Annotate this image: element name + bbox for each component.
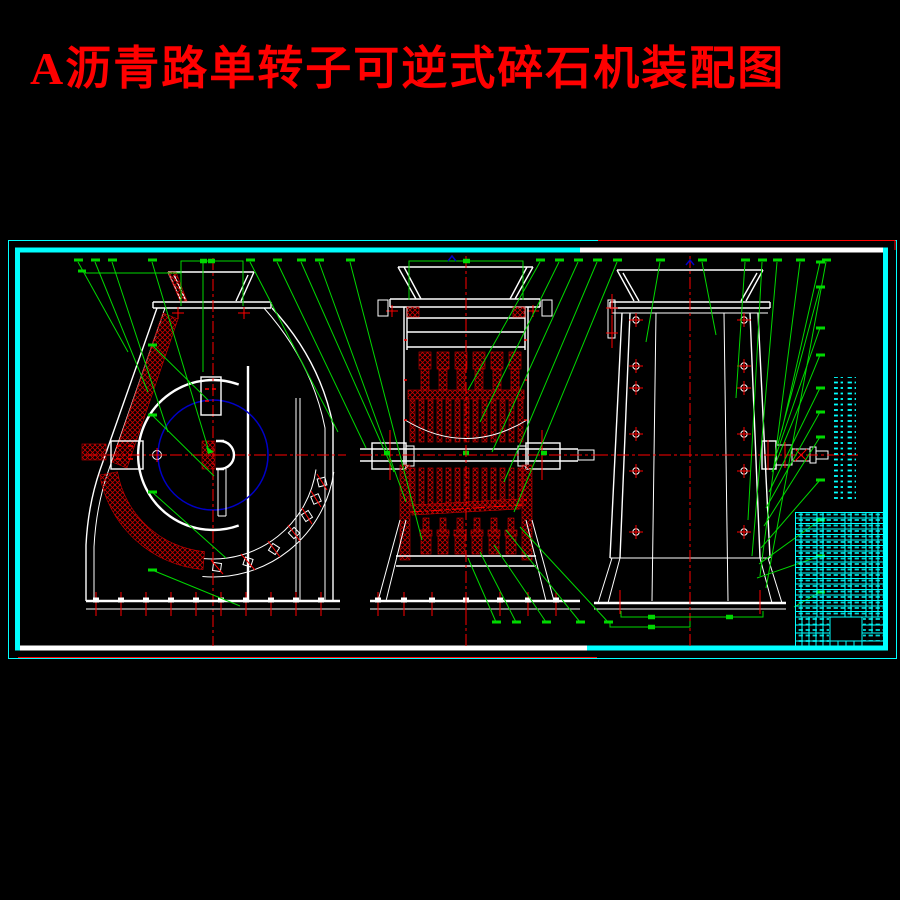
page-title: A沥青路单转子可逆式碎石机装配图	[30, 43, 786, 94]
parts-list-table	[795, 512, 884, 618]
section-markers	[447, 254, 695, 266]
front-section-view	[360, 256, 600, 646]
side-section-view	[81, 258, 346, 646]
drawing-frame	[8, 240, 897, 659]
leader-lines	[74, 258, 831, 630]
title-block	[795, 616, 884, 650]
notes-column	[834, 377, 856, 499]
side-elevation-view	[594, 256, 858, 648]
